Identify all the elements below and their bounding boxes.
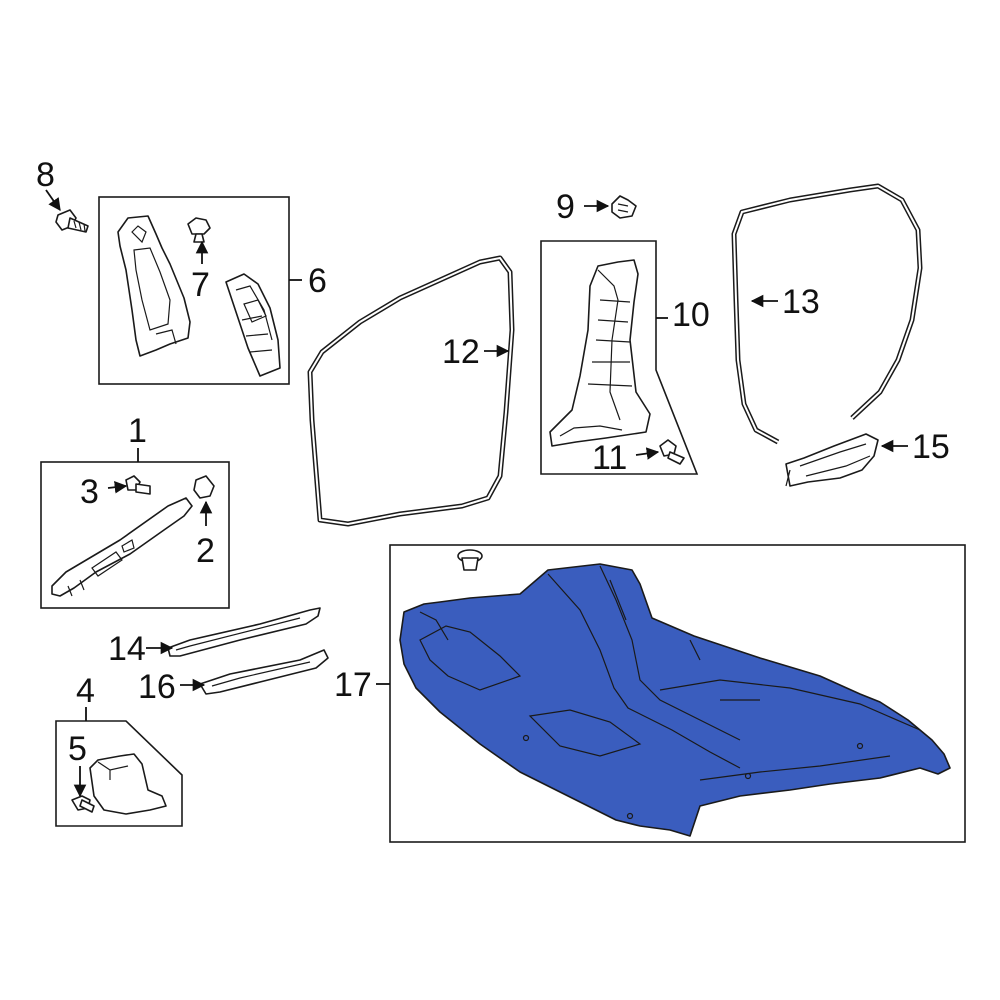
callout-5[interactable]: 5: [68, 730, 87, 768]
part-12-door-weatherstrip[interactable]: [307, 255, 515, 527]
frame-group-4: [55, 720, 183, 827]
carpet-body: [399, 563, 951, 837]
part-13-rear-door-weatherstrip[interactable]: [731, 183, 923, 445]
leader-8: [45, 189, 61, 212]
leader-3: [107, 480, 128, 494]
carpet-footwell-right: [528, 709, 642, 757]
part-6-pillar-trim[interactable]: [117, 215, 281, 377]
carpet-rear-floor-line-2: [699, 755, 891, 781]
callout-4[interactable]: 4: [76, 672, 95, 710]
callout-14[interactable]: 14: [108, 630, 146, 668]
callout-9[interactable]: 9: [556, 188, 575, 226]
carpet-edge-detail: [419, 579, 760, 701]
callout-11[interactable]: 11: [592, 439, 627, 477]
part-10-center-pillar-trim[interactable]: [549, 259, 651, 447]
frame-group-1: [40, 461, 230, 609]
part-17-clip[interactable]: [457, 549, 483, 571]
part-4-cover[interactable]: [89, 753, 167, 815]
frame-group-6: [98, 196, 290, 385]
callout-10[interactable]: 10: [672, 296, 710, 334]
part-8-screw[interactable]: [55, 209, 89, 233]
part-11-screw[interactable]: [659, 439, 685, 465]
callout-7[interactable]: 7: [191, 266, 210, 304]
part-1-kick-panel[interactable]: [51, 497, 193, 597]
carpet-tunnel-ridge: [547, 573, 741, 769]
carpet-footwell-left: [419, 625, 522, 691]
part-2-clip[interactable]: [193, 475, 215, 499]
frame-group-10: [540, 240, 699, 475]
callout-3[interactable]: 3: [80, 473, 99, 511]
part-7-clip[interactable]: [187, 217, 211, 243]
callout-8[interactable]: 8: [36, 156, 55, 194]
carpet-tunnel-ridge-2: [599, 565, 741, 741]
part-5-screw[interactable]: [71, 795, 95, 813]
part-9-clip[interactable]: [611, 195, 637, 219]
frame-group-17: [389, 544, 966, 843]
callout-15[interactable]: 15: [912, 428, 950, 466]
callout-17[interactable]: 17: [334, 666, 372, 704]
leader-11: [635, 447, 660, 460]
part-15-trim-cover[interactable]: [785, 433, 879, 487]
callout-12[interactable]: 12: [442, 333, 480, 371]
callout-6[interactable]: 6: [308, 262, 327, 300]
part-14-scuff-plate[interactable]: [167, 607, 321, 657]
callout-2[interactable]: 2: [196, 532, 215, 570]
part-3-screw[interactable]: [125, 475, 151, 495]
carpet-rear-floor-line: [659, 679, 921, 731]
part-16-rear-scuff-plate[interactable]: [199, 649, 329, 695]
callout-16[interactable]: 16: [138, 668, 176, 706]
part-17-floor-carpet[interactable]: [399, 563, 951, 837]
callout-1[interactable]: 1: [128, 412, 147, 450]
callout-13[interactable]: 13: [782, 283, 820, 321]
